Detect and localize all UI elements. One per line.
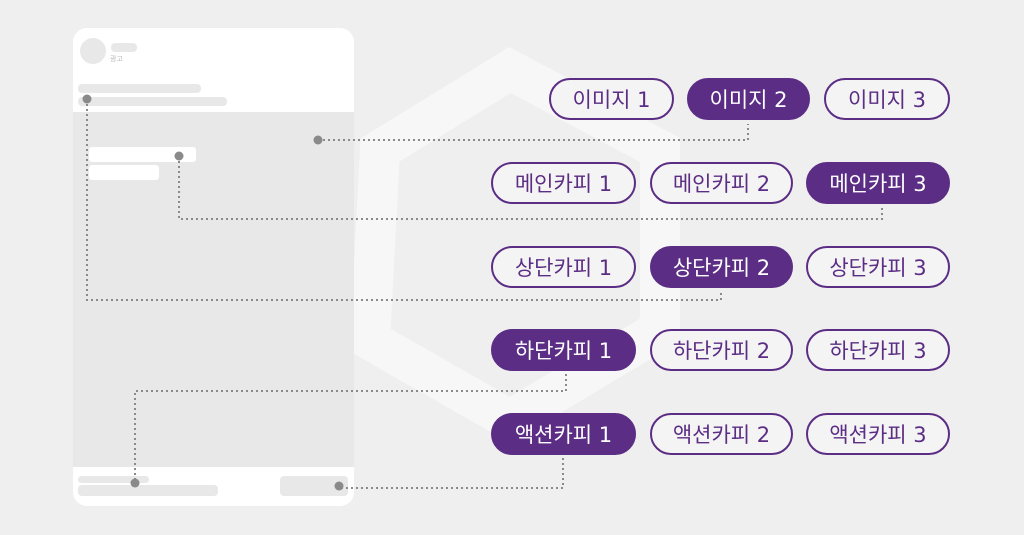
main-copy-line-2 [89, 165, 159, 180]
ad-preview-card: 광고 [73, 28, 354, 506]
option-bottom-copy-1[interactable]: 하단카피 1 [491, 329, 636, 371]
bottom-copy-line-2 [78, 485, 218, 496]
bottom-copy-line-1 [78, 476, 149, 483]
action-button-placeholder [280, 476, 348, 496]
image-anchor-dot [313, 135, 323, 145]
option-image-3[interactable]: 이미지 3 [824, 78, 950, 120]
option-bottom-copy-2[interactable]: 하단카피 2 [650, 329, 793, 371]
ad-label: 광고 [110, 55, 123, 63]
top-copy-connector [86, 99, 722, 301]
avatar [80, 38, 106, 64]
option-main-copy-2[interactable]: 메인카피 2 [650, 162, 793, 204]
image-connector [318, 124, 749, 141]
account-name-placeholder [111, 43, 137, 52]
top-copy-line-1 [78, 84, 201, 93]
image-area [73, 112, 354, 467]
bottom-copy-anchor-dot [130, 478, 140, 488]
option-top-copy-1[interactable]: 상단카피 1 [491, 246, 636, 288]
option-action-copy-3[interactable]: 액션카피 3 [806, 413, 950, 455]
option-main-copy-3[interactable]: 메인카피 3 [806, 162, 950, 204]
option-top-copy-3[interactable]: 상단카피 3 [806, 246, 950, 288]
option-main-copy-1[interactable]: 메인카피 1 [491, 162, 636, 204]
option-top-copy-2[interactable]: 상단카피 2 [650, 246, 793, 288]
top-copy-anchor-dot [82, 94, 92, 104]
main-copy-line-1 [89, 147, 196, 162]
option-image-1[interactable]: 이미지 1 [549, 78, 674, 120]
main-copy-anchor-dot [174, 151, 184, 161]
action-copy-anchor-dot [334, 481, 344, 491]
option-action-copy-1[interactable]: 액션카피 1 [491, 413, 636, 455]
action-copy-connector [339, 458, 564, 489]
option-action-copy-2[interactable]: 액션카피 2 [650, 413, 793, 455]
top-copy-line-2 [78, 97, 227, 106]
option-bottom-copy-3[interactable]: 하단카피 3 [806, 329, 950, 371]
option-image-2[interactable]: 이미지 2 [687, 78, 810, 120]
main-copy-connector [178, 156, 883, 220]
